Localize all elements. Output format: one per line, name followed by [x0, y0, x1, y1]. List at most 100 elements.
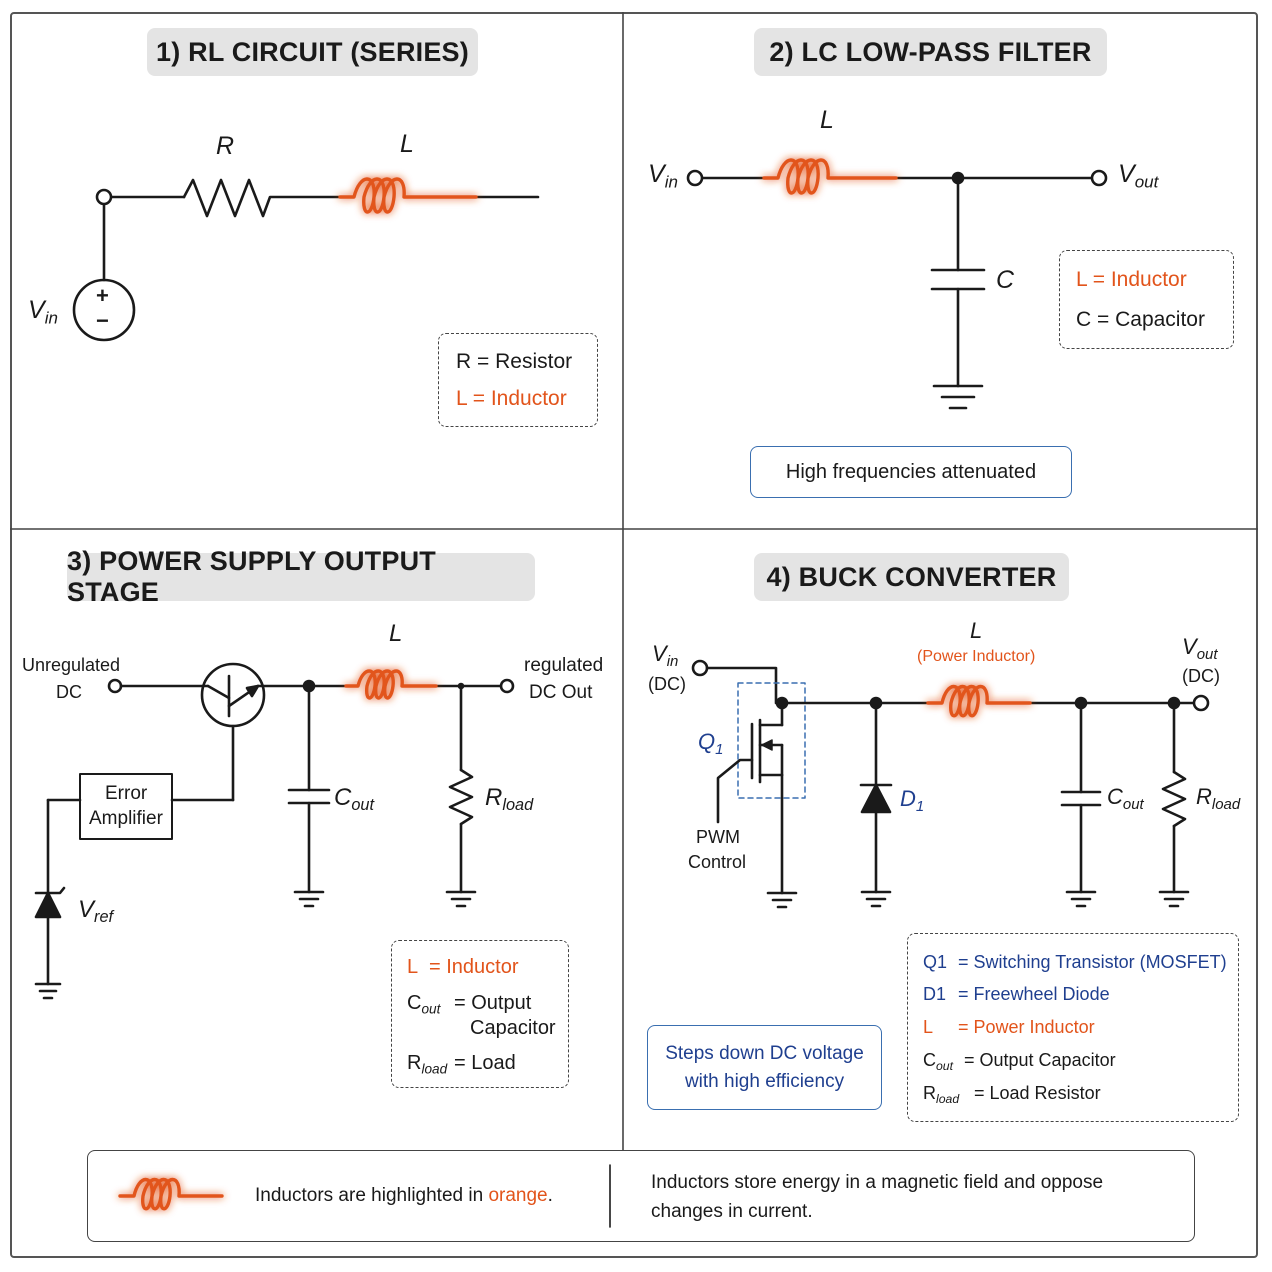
psu-label-reg-2: DC Out [529, 682, 593, 703]
psu-legend-l-key: L [407, 956, 419, 978]
buck-q1-box [737, 682, 806, 799]
lc-vout-terminal [1090, 169, 1108, 187]
buck-legend-r-key: Rload [923, 1083, 960, 1106]
rl-legend-inductor: L = Inductor [456, 387, 567, 410]
buck-legend-d1-key: D1 [923, 984, 947, 1004]
lc-legend-capacitor: C = Capacitor [1076, 308, 1205, 331]
psu-legend-c-key: Cout [407, 992, 441, 1017]
buck-label-l: L [970, 618, 983, 643]
buck-label-vin-dc: (DC) [648, 674, 686, 694]
psu-zener [34, 891, 62, 919]
psu-error-amp-box [79, 773, 173, 840]
psu-load-resistor [448, 768, 474, 826]
buck-label-vout: Vout [1182, 634, 1218, 663]
buck-label-pwm-2: Control [688, 852, 747, 872]
rl-label-r: R [216, 132, 235, 160]
psu-inductor [344, 669, 438, 700]
footer-highlight-word: orange [488, 1185, 548, 1206]
lc-legend-inductor: L = Inductor [1076, 268, 1187, 291]
lc-label-l: L [820, 106, 834, 134]
lc-legend: L = Inductor C = Capacitor [1059, 250, 1234, 349]
psu-legend: L = Inductor Cout = Output Capacitor Rlo… [391, 940, 569, 1088]
buck-legend-c-val: = Output Capacitor [964, 1050, 1116, 1070]
rl-circuit [72, 178, 540, 342]
psu-label-error-2: Amplifier [89, 808, 163, 829]
psu-circuit [34, 662, 515, 1000]
psu-label-rload: Rload [485, 784, 534, 815]
buck-label-d1: D1 [900, 786, 925, 815]
buck-note-line-1: Steps down DC voltage [665, 1042, 864, 1064]
lc-label-vin: Vin [648, 160, 678, 192]
buck-legend-l-key: L [923, 1017, 934, 1037]
buck-vout-terminal [1192, 694, 1210, 712]
rl-label-vin: Vin [28, 296, 58, 328]
psu-legend-c-val-1: = Output [454, 992, 532, 1014]
rl-legend: R = Resistor L = Inductor [438, 333, 598, 427]
buck-note-line-2: with high efficiency [684, 1070, 845, 1092]
lc-label-c: C [996, 266, 1015, 294]
footer-info-line-1: Inductors store energy in a magnetic fie… [651, 1172, 1104, 1193]
buck-label-vout-dc: (DC) [1182, 666, 1220, 686]
diagram-frame [10, 12, 1258, 1258]
psu-ground-load [445, 890, 477, 908]
rl-source-plus: + [96, 283, 109, 308]
buck-legend-l-val: = Power Inductor [958, 1017, 1095, 1037]
rl-legend-resistor: R = Resistor [456, 350, 573, 373]
footer-box [87, 1150, 1195, 1242]
psu-ground-vref [34, 982, 62, 1000]
buck-label-pwm-1: PWM [696, 827, 740, 847]
lc-circuit [686, 169, 1108, 410]
psu-emitter-arrow [245, 684, 260, 698]
buck-legend-q1-key: Q1 [923, 952, 948, 972]
buck-label-l-note: (Power Inductor) [917, 648, 1036, 665]
buck-circuit [691, 659, 1210, 909]
psu-title: 3) POWER SUPPLY OUTPUT STAGE [67, 546, 535, 607]
buck-label-cout: Cout [1107, 784, 1144, 813]
rl-label-l: L [400, 130, 414, 158]
buck-legend-q1-val: = Switching Transistor (MOSFET) [958, 952, 1227, 972]
buck-note: Steps down DC voltage with high efficien… [647, 1025, 882, 1110]
buck-load-resistor [1161, 770, 1187, 828]
psu-legend-r-key: Rload [407, 1052, 448, 1077]
buck-inductor [926, 684, 1032, 718]
lc-title: 2) LC LOW-PASS FILTER [754, 28, 1107, 76]
psu-label-reg-1: regulated [524, 655, 604, 676]
lc-inductor [762, 158, 898, 195]
psu-label-unreg-2: DC [56, 682, 82, 702]
rl-resistor [182, 178, 342, 218]
footer-highlight-text: Inductors are highlighted in orange. [255, 1185, 553, 1206]
psu-label-vref: Vref [78, 896, 114, 927]
psu-transistor [200, 662, 266, 728]
buck-title: 4) BUCK CONVERTER [754, 553, 1069, 601]
buck-legend: Q1 = Switching Transistor (MOSFET) D1 = … [907, 933, 1239, 1122]
rl-terminal [95, 188, 113, 206]
footer-inductor-icon [118, 1177, 224, 1211]
psu-ground-cap [293, 890, 325, 908]
rl-title: 1) RL CIRCUIT (SERIES) [147, 28, 478, 76]
buck-legend-r-val: = Load Resistor [974, 1083, 1101, 1103]
psu-legend-c-val-2: Capacitor [470, 1017, 556, 1039]
psu-label-unreg-1: Unregulated [22, 655, 121, 675]
lc-label-vout: Vout [1118, 160, 1159, 192]
lc-ground [932, 384, 984, 410]
buck-diode [860, 783, 892, 814]
buck-vin-terminal [691, 659, 709, 677]
psu-label-cout: Cout [334, 784, 375, 815]
psu-label-error-1: Error [105, 783, 148, 804]
buck-pwm-wire [716, 758, 754, 824]
psu-reg-terminal [499, 678, 515, 694]
psu-legend-l-val: = Inductor [429, 956, 519, 978]
lc-vin-terminal [686, 169, 704, 187]
buck-legend-c-key: Cout [923, 1050, 954, 1073]
footer-info-line-2: changes in current. [651, 1201, 813, 1222]
psu-legend-r-val: = Load [454, 1052, 516, 1074]
psu-label-l: L [389, 620, 403, 647]
buck-label-vin: Vin [652, 641, 679, 670]
rl-source [72, 278, 136, 342]
rl-inductor [338, 177, 478, 214]
buck-grounds [766, 890, 1190, 909]
lc-note: High frequencies attenuated [750, 446, 1072, 498]
buck-label-rload: Rload [1196, 784, 1241, 813]
psu-unreg-terminal [107, 678, 123, 694]
